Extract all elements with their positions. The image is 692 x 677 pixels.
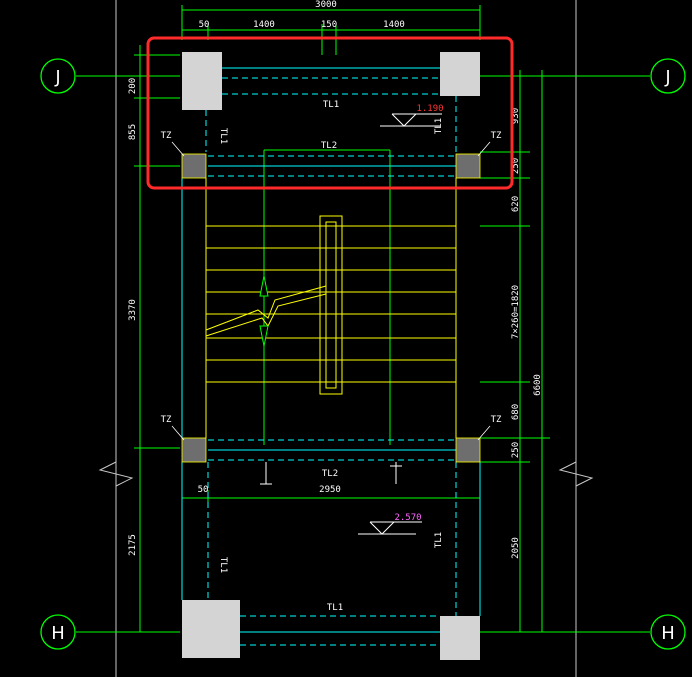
dim-left-855: 855	[128, 124, 138, 140]
dim-right-620: 620	[511, 196, 521, 212]
elevation-lower-text: 2.570	[394, 513, 421, 523]
label-tl2-bottom: TL2	[322, 469, 338, 479]
columns	[182, 52, 480, 660]
label-tl1-vert-bottom-right: TL1	[434, 532, 444, 548]
dim-inner-50: 50	[198, 485, 209, 495]
axis-label-h-left: H	[51, 623, 65, 644]
dim-top-overall: 3000	[315, 0, 337, 10]
dim-right-250-bottom: 250	[511, 442, 521, 458]
label-tz-top-left: TZ	[161, 131, 172, 141]
stair-treads	[205, 178, 457, 438]
label-tz-bottom-left: TZ	[161, 415, 172, 425]
tz-column-bottom-right	[455, 437, 481, 463]
tz-leaders	[171, 141, 491, 441]
break-symbols	[98, 461, 594, 487]
stair-arrows	[259, 275, 269, 347]
tz-column-top-left	[181, 153, 207, 179]
dim-inner-2950: 2950	[319, 485, 341, 495]
dim-top-1400-right: 1400	[383, 20, 405, 30]
label-tl1-top: TL1	[323, 100, 339, 110]
axis-bubbles	[40, 58, 686, 650]
elevation-upper-text: 1.190	[416, 104, 443, 114]
label-tz-top-right: TZ	[491, 131, 502, 141]
direction-down-arrow	[390, 462, 402, 484]
elevation-symbol-upper	[380, 113, 442, 127]
dim-top-150: 150	[321, 20, 337, 30]
elevation-symbol-lower	[358, 521, 422, 535]
column-top-left	[182, 52, 222, 110]
dim-right-steps: 7×260=1820	[511, 285, 521, 339]
dim-left-200: 200	[128, 78, 138, 94]
axis-label-j-left: J	[54, 67, 60, 88]
tz-column-top-right	[455, 153, 481, 179]
axis-label-j-right: J	[664, 67, 670, 88]
beam-outlines	[181, 67, 481, 646]
dim-right-930: 930	[511, 108, 521, 124]
tz-column-bottom-left	[181, 437, 207, 463]
frame-lines	[115, 0, 577, 677]
dim-left-2175: 2175	[128, 534, 138, 556]
dim-right-680: 680	[511, 404, 521, 420]
label-tl1-vert-bottom-left: TL1	[218, 557, 228, 573]
direction-up-arrow	[260, 462, 272, 485]
column-bottom-left	[182, 600, 240, 658]
label-tl1-bottom: TL1	[327, 603, 343, 613]
dim-right-250-top: 250	[511, 158, 521, 174]
dim-left-3370: 3370	[128, 299, 138, 321]
dimension-lines	[134, 5, 550, 633]
column-top-right	[440, 52, 480, 96]
dim-right-6600: 6600	[533, 374, 543, 396]
label-tz-bottom-right: TZ	[491, 415, 502, 425]
highlight-box	[146, 36, 514, 190]
dim-top-1400-left: 1400	[253, 20, 275, 30]
axis-label-h-right: H	[661, 623, 675, 644]
column-bottom-right	[440, 616, 480, 660]
dim-top-50: 50	[199, 20, 210, 30]
dim-right-2050: 2050	[511, 537, 521, 559]
axis-lines	[76, 75, 650, 633]
label-tl2-top: TL2	[321, 141, 337, 151]
tz-columns	[181, 153, 481, 463]
label-tl1-vert-top-left: TL1	[218, 128, 228, 144]
